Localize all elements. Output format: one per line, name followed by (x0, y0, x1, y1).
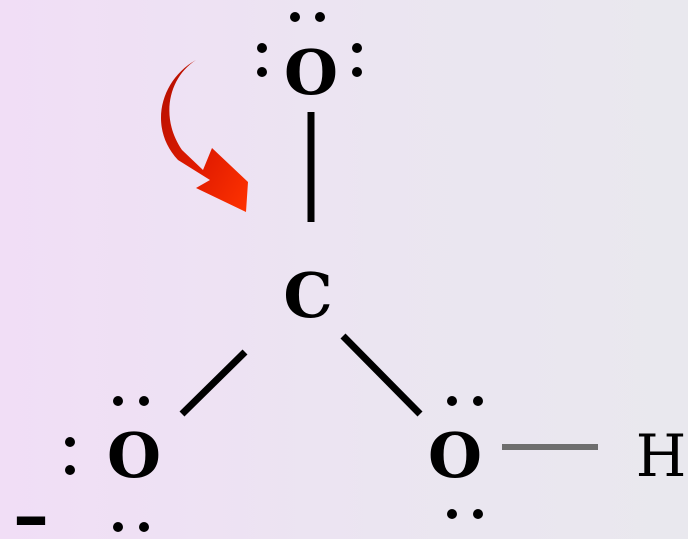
atom-oxygen-top: O (284, 36, 338, 109)
lone-pair-right-o-above (447, 396, 483, 406)
lone-pair-left-o-above (113, 396, 149, 406)
lone-pair-left-o-below (113, 522, 149, 532)
lone-pair-top-o-above (290, 12, 325, 22)
atom-oxygen-right: O (428, 419, 482, 492)
lone-pair-top-o-left (257, 43, 267, 77)
negative-charge-sign: – (13, 472, 49, 539)
atom-carbon: C (283, 259, 332, 332)
lone-pair-right-o-below (447, 509, 483, 519)
curved-arrow-icon (160, 60, 248, 212)
lone-pair-left-o-left (65, 437, 75, 475)
bond-c-o-left (179, 349, 248, 417)
atom-hydrogen: H (636, 422, 687, 490)
atom-oxygen-left: O (107, 419, 161, 492)
bond-c-o-right (340, 333, 423, 417)
lone-pair-top-o-right (352, 43, 362, 77)
